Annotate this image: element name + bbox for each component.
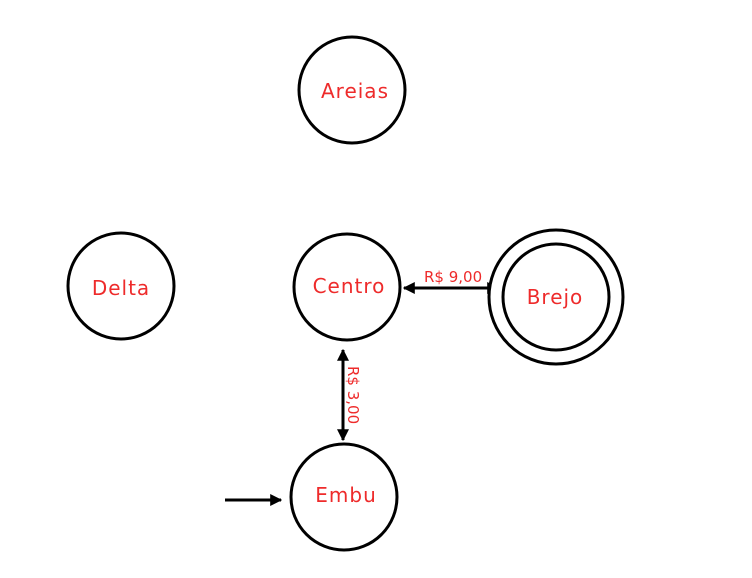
node-brejo-label: Brejo (527, 285, 584, 309)
node-areias: Areias (297, 35, 407, 145)
node-delta-label: Delta (92, 276, 150, 300)
node-embu-label: Embu (315, 483, 377, 507)
node-areias-circle (297, 35, 407, 145)
node-brejo-inner-circle (501, 242, 611, 352)
node-embu: Embu (289, 442, 399, 552)
edge-centro-brejo: R$ 9,00 (402, 268, 500, 294)
node-centro: Centro (292, 232, 402, 342)
node-centro-circle (292, 232, 402, 342)
node-brejo: Brejo (487, 228, 625, 366)
node-embu-circle (289, 442, 399, 552)
node-centro-label: Centro (313, 274, 386, 298)
edge-centro-embu-label: R$ 3,00 (344, 366, 362, 424)
node-delta-circle (66, 231, 176, 341)
edge-centro-brejo-label: R$ 9,00 (424, 268, 482, 286)
node-delta: Delta (66, 231, 176, 341)
edge-centro-embu: R$ 3,00 (337, 348, 362, 442)
node-areias-label: Areias (321, 79, 389, 103)
